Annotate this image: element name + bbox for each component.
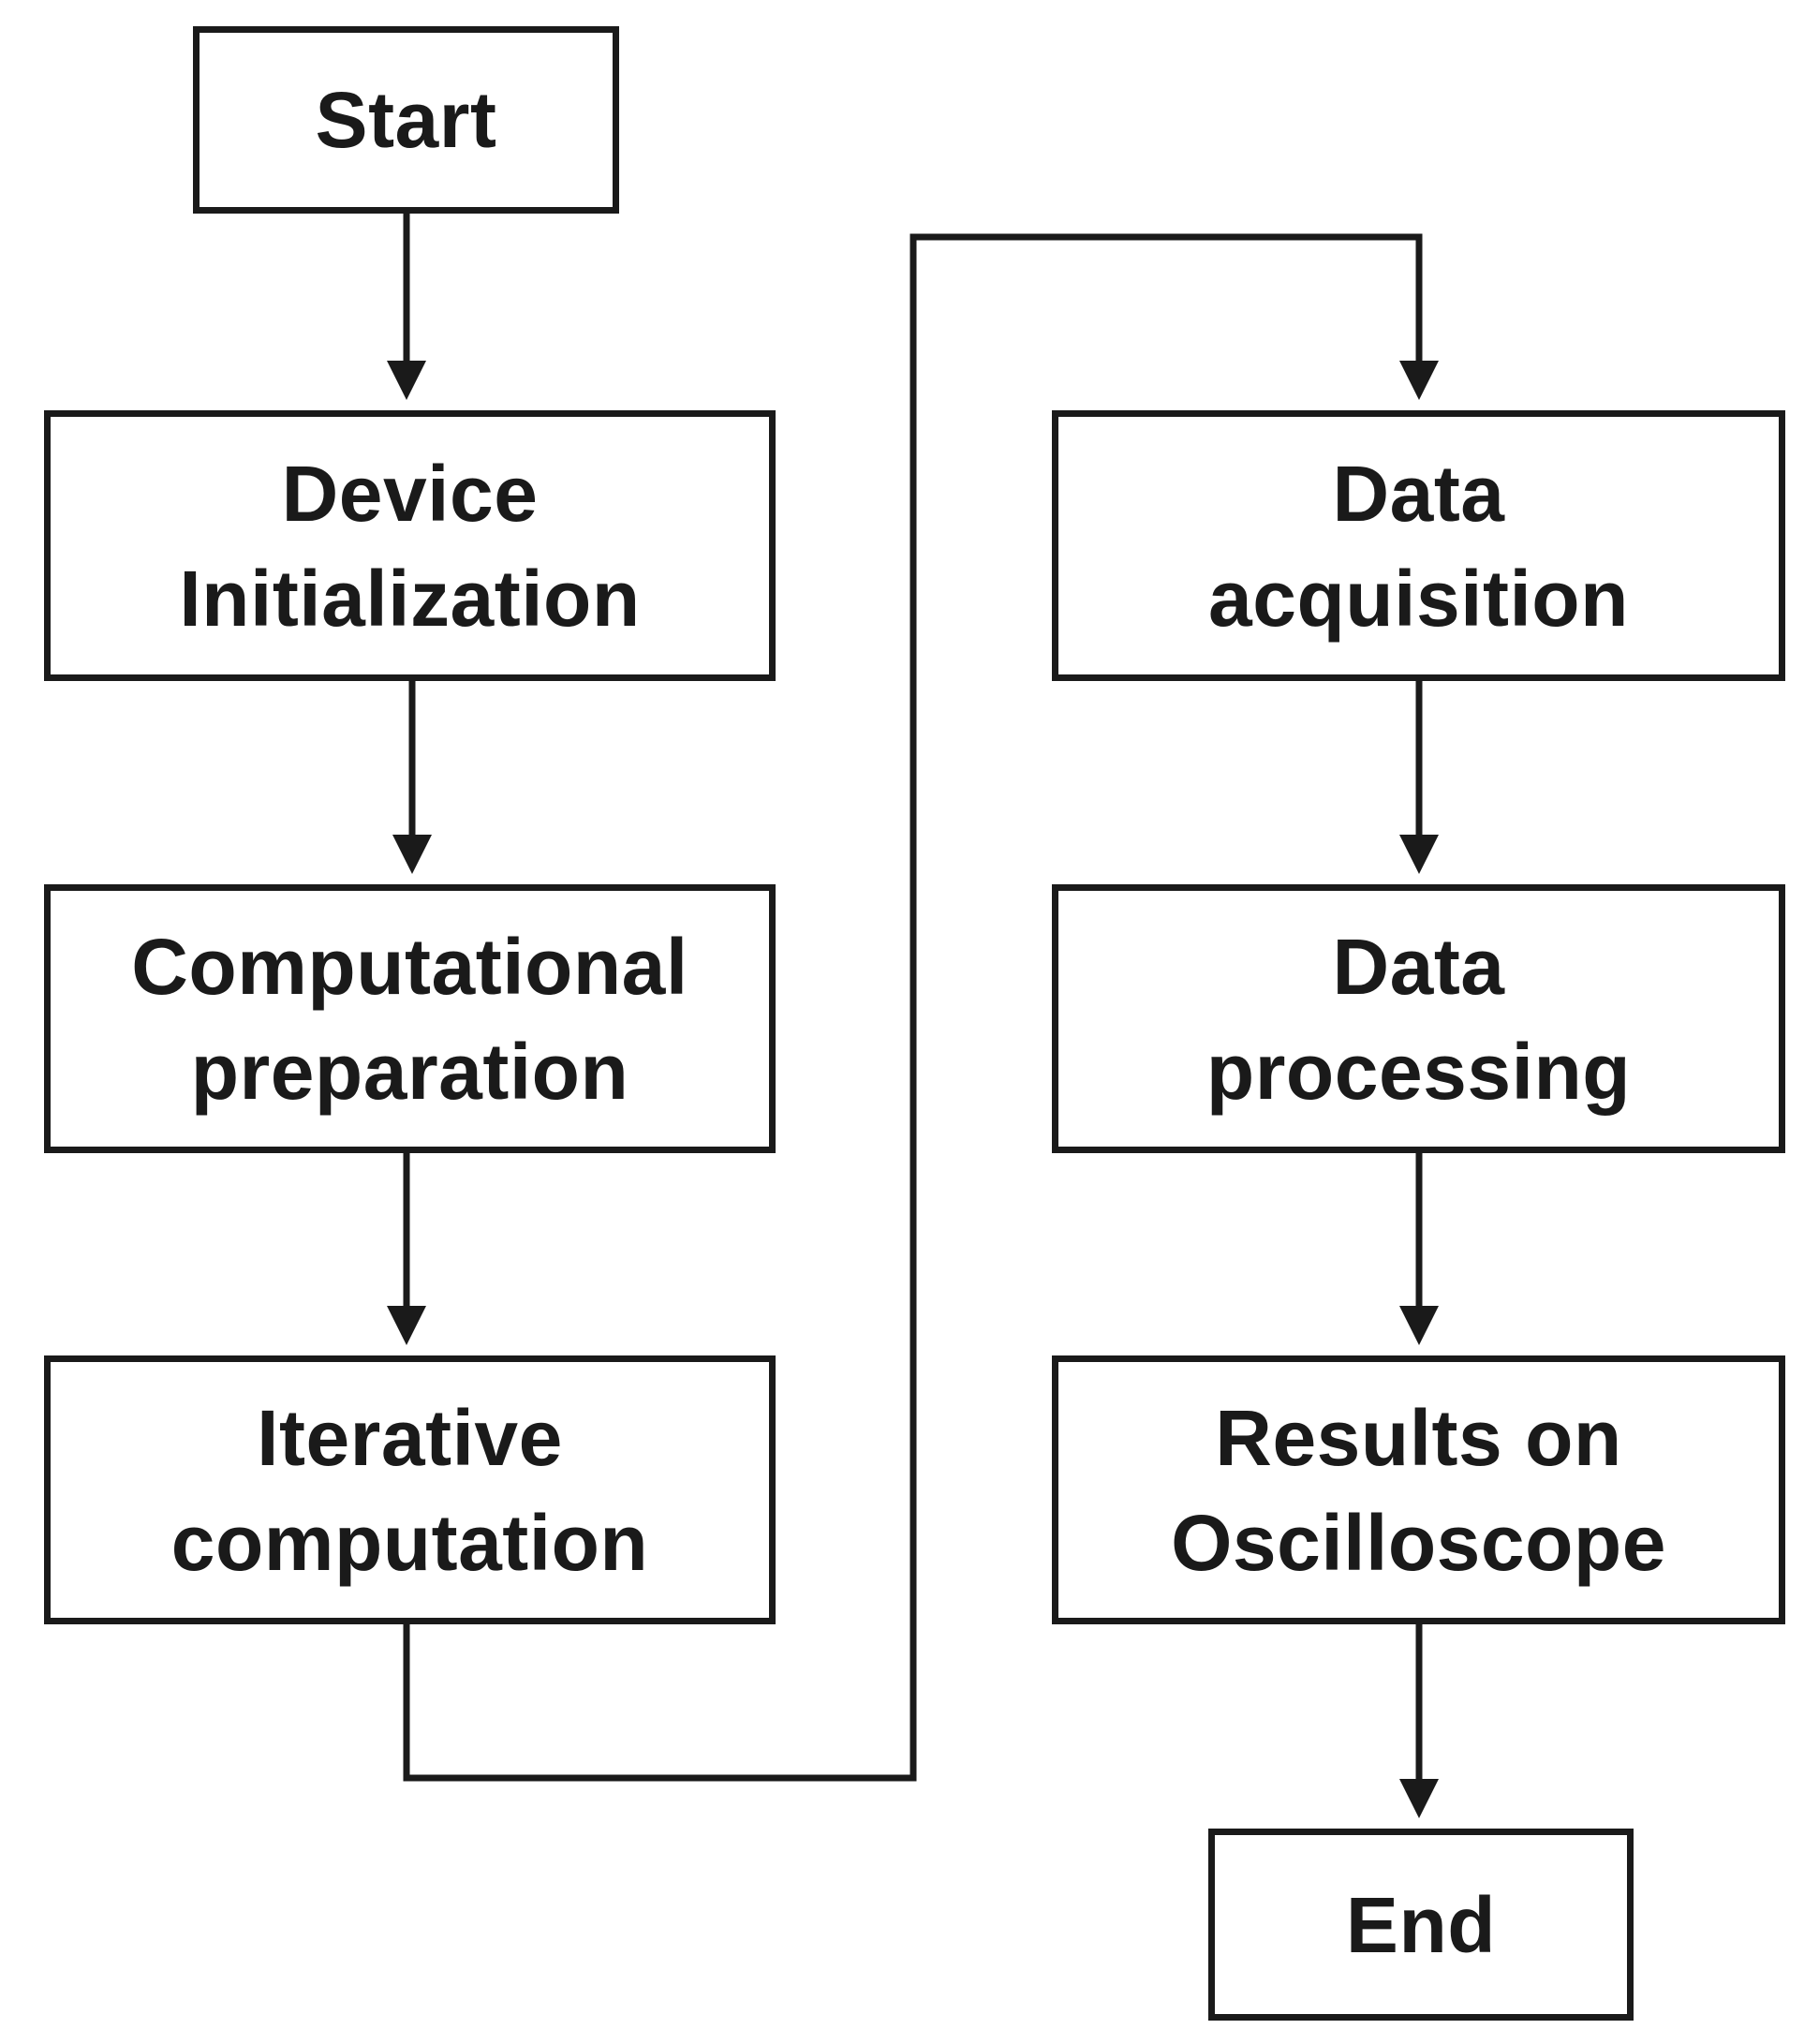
data-acquisition-label: Data acquisition [1208,449,1629,643]
computational-preparation-label: Computational preparation [131,922,688,1116]
end-node: End [1208,1829,1634,2021]
results-on-oscilloscope-label: Results on Oscilloscope [1171,1393,1666,1587]
iterative-computation-node: Iterative computation [44,1355,776,1624]
start-node: Start [193,26,619,214]
connector-iterative-to-acquisition [403,233,1439,1782]
results-on-oscilloscope-node: Results on Oscilloscope [1052,1355,1785,1624]
data-processing-label: Data processing [1205,922,1632,1116]
data-processing-node: Data processing [1052,884,1785,1153]
data-acquisition-node: Data acquisition [1052,410,1785,681]
iterative-computation-label: Iterative computation [170,1393,649,1587]
start-label: Start [315,76,497,164]
device-initialization-node: Device Initialization [44,410,776,681]
device-initialization-label: Device Initialization [179,449,641,643]
end-label: End [1345,1880,1497,1969]
computational-preparation-node: Computational preparation [44,884,776,1153]
